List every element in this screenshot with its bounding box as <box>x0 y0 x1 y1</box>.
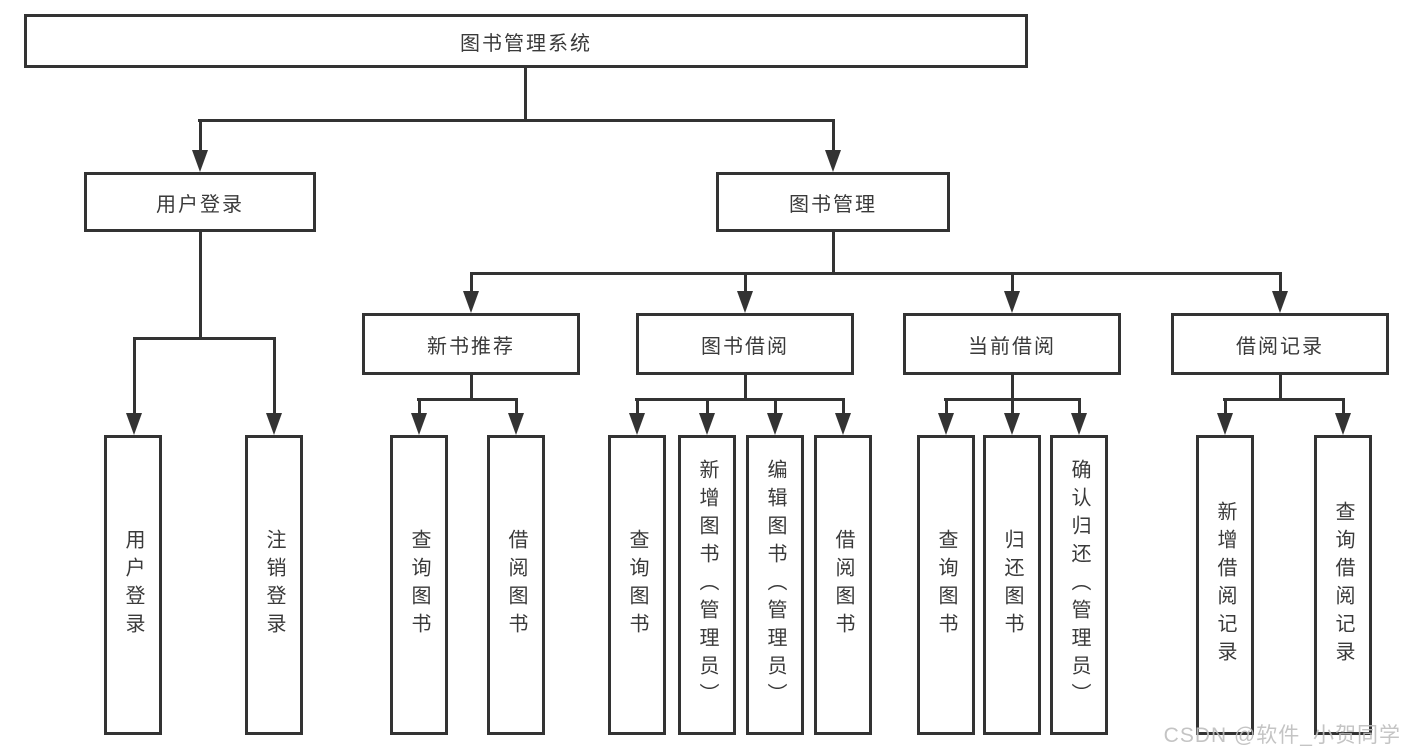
leaf-bb-edit-books: 编辑图书（管理员） <box>746 435 804 735</box>
node-new-book-rec: 新书推荐 <box>362 313 580 375</box>
leaf-br-add-record: 新增借阅记录 <box>1196 435 1254 735</box>
edge-drop <box>1224 398 1227 414</box>
leaf-rec-borrow-books-label: 借阅图书 <box>505 529 527 641</box>
leaf-bb-borrow-books: 借阅图书 <box>814 435 872 735</box>
leaf-cb-confirm-return: 确认归还（管理员） <box>1050 435 1108 735</box>
leaf-rec-query-books-label: 查询图书 <box>408 529 430 641</box>
edge-drop-book-mgmt <box>832 119 835 151</box>
leaf-cb-confirm-return-label: 确认归还（管理员） <box>1068 459 1090 711</box>
leaf-bb-add-books: 新增图书（管理员） <box>678 435 736 735</box>
node-user-login-label: 用户登录 <box>156 193 244 216</box>
arrow-down-icon <box>192 150 208 172</box>
leaf-br-query-record: 查询借阅记录 <box>1314 435 1372 735</box>
edge-book-borrow-trunk <box>744 375 747 398</box>
leaf-bb-add-books-label: 新增图书（管理员） <box>696 459 718 711</box>
edge-drop <box>1011 398 1014 414</box>
arrow-down-icon <box>699 413 715 435</box>
leaf-rec-query-books: 查询图书 <box>390 435 448 735</box>
edge-drop-new-book-rec <box>470 272 473 292</box>
edge-current-borrow-trunk <box>1011 375 1014 398</box>
node-book-borrow-label: 图书借阅 <box>701 335 789 358</box>
edge-drop <box>1078 398 1081 414</box>
edge-drop <box>706 398 709 414</box>
edge-user-login-trunk <box>199 232 202 337</box>
node-root: 图书管理系统 <box>24 14 1028 68</box>
arrow-down-icon <box>411 413 427 435</box>
arrow-down-icon <box>266 413 282 435</box>
leaf-bb-edit-books-label: 编辑图书（管理员） <box>764 459 786 711</box>
node-root-label: 图书管理系统 <box>460 32 592 55</box>
leaf-logout-label: 注销登录 <box>263 529 285 641</box>
arrow-down-icon <box>825 150 841 172</box>
leaf-logout: 注销登录 <box>245 435 303 735</box>
arrow-down-icon <box>835 413 851 435</box>
leaf-rec-borrow-books: 借阅图书 <box>487 435 545 735</box>
arrow-down-icon <box>508 413 524 435</box>
edge-book-mgmt-trunk <box>832 232 835 272</box>
arrow-down-icon <box>737 291 753 313</box>
leaf-br-add-record-label: 新增借阅记录 <box>1214 501 1236 669</box>
leaf-bb-query-books-label: 查询图书 <box>626 529 648 641</box>
csdn-watermark: CSDN @软件_小贺同学 <box>1163 724 1401 747</box>
arrow-down-icon <box>1335 413 1351 435</box>
arrow-down-icon <box>629 413 645 435</box>
leaf-cb-return-books: 归还图书 <box>983 435 1041 735</box>
leaf-cb-query-books-label: 查询图书 <box>935 529 957 641</box>
edge-drop <box>774 398 777 414</box>
node-borrow-records: 借阅记录 <box>1171 313 1389 375</box>
node-book-borrow: 图书借阅 <box>636 313 854 375</box>
edge-drop-current-borrow <box>1011 272 1014 292</box>
node-borrow-records-label: 借阅记录 <box>1236 335 1324 358</box>
edge-drop <box>515 398 518 414</box>
edge-drop-leaf-logout <box>273 337 276 414</box>
arrow-down-icon <box>1004 291 1020 313</box>
edge-book-borrow-bar <box>635 398 845 401</box>
node-current-borrow-label: 当前借阅 <box>968 335 1056 358</box>
edge-drop <box>842 398 845 414</box>
edge-borrow-records-trunk <box>1279 375 1282 398</box>
edge-new-book-rec-bar <box>417 398 517 401</box>
arrow-down-icon <box>1217 413 1233 435</box>
node-book-mgmt: 图书管理 <box>716 172 950 232</box>
edge-drop-book-borrow <box>744 272 747 292</box>
edge-drop <box>1342 398 1345 414</box>
edge-drop <box>418 398 421 414</box>
arrow-down-icon <box>1004 413 1020 435</box>
node-user-login: 用户登录 <box>84 172 316 232</box>
arrow-down-icon <box>463 291 479 313</box>
edge-drop-leaf-user-login <box>133 337 136 414</box>
edge-drop-borrow-records <box>1279 272 1282 292</box>
leaf-cb-query-books: 查询图书 <box>917 435 975 735</box>
leaf-bb-query-books: 查询图书 <box>608 435 666 735</box>
edge-drop <box>636 398 639 414</box>
arrow-down-icon <box>767 413 783 435</box>
leaf-cb-return-books-label: 归还图书 <box>1001 529 1023 641</box>
edge-book-mgmt-bar <box>470 272 1282 275</box>
leaf-br-query-record-label: 查询借阅记录 <box>1332 501 1354 669</box>
edge-drop <box>945 398 948 414</box>
arrow-down-icon <box>1272 291 1288 313</box>
edge-root-trunk <box>524 68 527 119</box>
arrow-down-icon <box>1071 413 1087 435</box>
arrow-down-icon <box>126 413 142 435</box>
leaf-user-login-label: 用户登录 <box>122 529 144 641</box>
edge-root-bar <box>198 119 835 122</box>
node-new-book-rec-label: 新书推荐 <box>427 335 515 358</box>
node-book-mgmt-label: 图书管理 <box>789 193 877 216</box>
edge-borrow-records-bar <box>1223 398 1345 401</box>
edge-user-login-bar <box>133 337 276 340</box>
node-current-borrow: 当前借阅 <box>903 313 1121 375</box>
edge-drop-user-login <box>199 119 202 151</box>
leaf-user-login: 用户登录 <box>104 435 162 735</box>
edge-new-book-rec-trunk <box>470 375 473 398</box>
leaf-bb-borrow-books-label: 借阅图书 <box>832 529 854 641</box>
arrow-down-icon <box>938 413 954 435</box>
